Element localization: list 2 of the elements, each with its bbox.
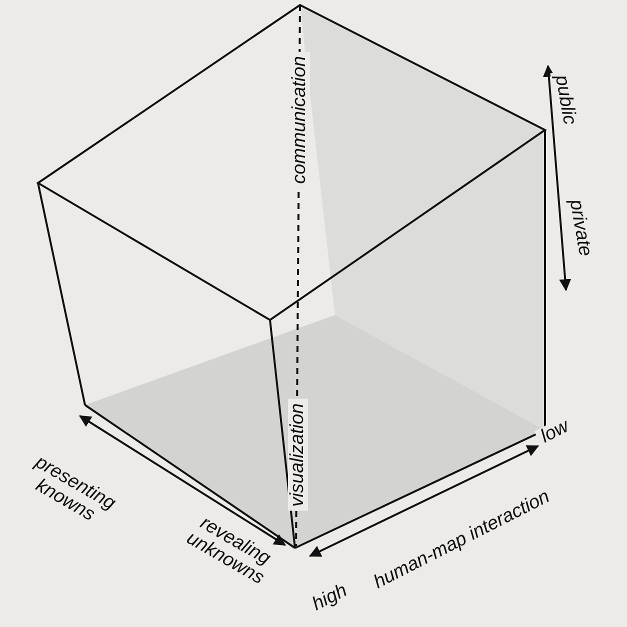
axis-label: communication: [290, 52, 310, 188]
axis-label: visualization: [288, 399, 308, 511]
